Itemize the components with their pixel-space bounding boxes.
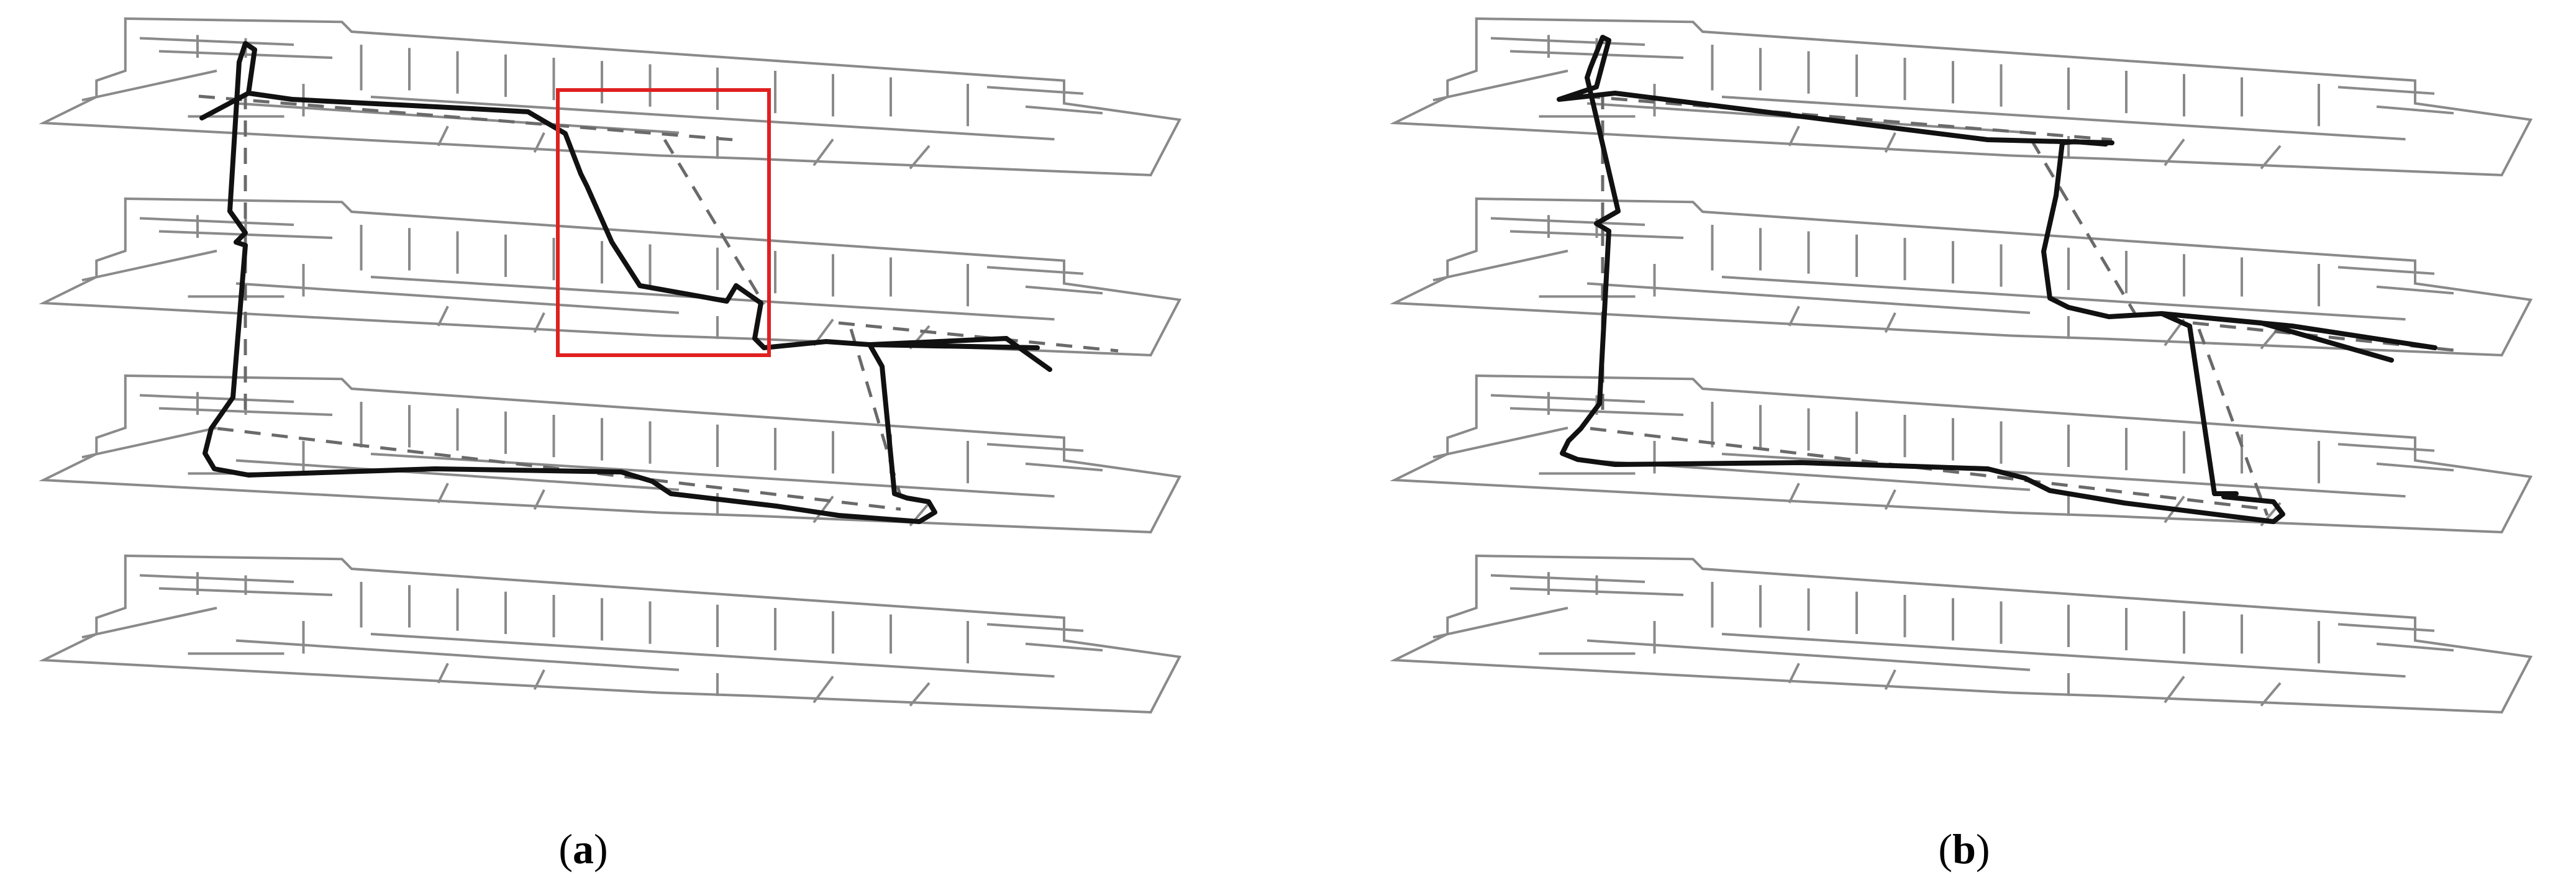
wall-segment — [1586, 282, 2031, 314]
wall-segment — [2376, 642, 2454, 652]
floor-plan-2 — [1390, 197, 2533, 357]
wall-segment — [533, 489, 545, 510]
wall-segment — [986, 266, 1084, 275]
wall-segment — [437, 306, 449, 327]
wall-segment — [1884, 489, 1896, 510]
wall-segment — [370, 453, 1055, 498]
wall-segment — [2337, 623, 2435, 632]
wall-segment — [1788, 306, 1800, 327]
panel-label-b: (b) — [1938, 825, 1990, 872]
wall-segment — [139, 217, 294, 226]
wall-segment — [909, 682, 931, 707]
wall-segment — [1788, 125, 1800, 147]
wall-segment — [437, 663, 449, 684]
floor-outline — [1390, 197, 2533, 357]
wall-segment — [1721, 276, 2406, 321]
wall-segment — [2164, 676, 2185, 704]
wall-segment — [437, 125, 449, 147]
floor-outline — [39, 17, 1182, 177]
wall-segment — [812, 676, 834, 704]
wall-segment — [81, 427, 217, 459]
wall-segment — [533, 312, 545, 333]
wall-segment — [437, 483, 449, 504]
wall-segment — [2337, 443, 2435, 452]
wall-segment — [986, 443, 1084, 452]
wall-segment — [235, 459, 680, 491]
trajectory-a — [199, 41, 1052, 524]
wall-segment — [2337, 266, 2435, 275]
wall-segment — [1788, 663, 1800, 684]
wall-segment — [1721, 96, 2406, 141]
wall-segment — [1025, 462, 1103, 472]
wall-segment — [986, 86, 1084, 95]
wall-segment — [1884, 132, 1896, 153]
wall-segment — [1884, 312, 1896, 333]
wall-segment — [2260, 145, 2282, 170]
floor-plans-a — [39, 17, 1182, 714]
wall-segment — [81, 607, 217, 639]
wall-segment — [235, 639, 680, 671]
wall-segment — [370, 633, 1055, 678]
wall-segment — [1432, 427, 1568, 459]
wall-segment — [139, 574, 294, 583]
wall-segment — [1721, 633, 2406, 678]
panel-a: (a) — [39, 17, 1182, 872]
floor-outline — [1390, 17, 2533, 177]
wall-segment — [533, 132, 545, 153]
wall-segment — [1586, 639, 2031, 671]
floor-plan-4 — [1390, 554, 2533, 714]
floor-outline — [1390, 374, 2533, 534]
link-segment — [663, 138, 766, 306]
wall-segment — [1490, 394, 1645, 403]
wall-segment — [909, 145, 931, 170]
floor-plans-b — [1390, 17, 2533, 714]
wall-segment — [1432, 250, 1568, 282]
wall-segment — [235, 282, 680, 314]
trajectory-b — [1557, 35, 2437, 524]
link-segment — [2029, 138, 2139, 318]
wall-segment — [2164, 138, 2185, 166]
floor-outline — [1390, 554, 2533, 714]
highlight-box — [556, 88, 771, 357]
wall-segment — [2337, 86, 2435, 95]
wall-segment — [812, 138, 834, 166]
floor-plan-2 — [39, 197, 1182, 357]
link-segment — [198, 94, 734, 142]
wall-segment — [1490, 217, 1645, 226]
wall-segment — [2260, 682, 2282, 707]
wall-segment — [1490, 37, 1645, 46]
link-segment — [1583, 94, 2113, 142]
wall-segment — [1884, 669, 1896, 691]
wall-segment — [533, 669, 545, 691]
wall-segment — [139, 394, 294, 403]
wall-segment — [1721, 453, 2406, 498]
floor-plan-3 — [1390, 374, 2533, 534]
wall-segment — [2376, 105, 2454, 115]
link-segment — [2197, 328, 2269, 516]
wall-segment — [1490, 574, 1645, 583]
floor-plan-3 — [39, 374, 1182, 534]
link-segment — [838, 321, 1119, 353]
wall-segment — [2376, 462, 2454, 472]
wall-segment — [81, 250, 217, 282]
wall-segment — [2376, 285, 2454, 295]
wall-segment — [139, 37, 294, 46]
floor-outline — [39, 374, 1182, 534]
wall-segment — [1788, 483, 1800, 504]
panel-label-a: (a) — [558, 825, 608, 872]
wall-segment — [1025, 642, 1103, 652]
floor-plan-4 — [39, 554, 1182, 714]
wall-segment — [370, 96, 1055, 141]
wall-segment — [986, 623, 1084, 632]
wall-segment — [1432, 70, 1568, 102]
wall-segment — [81, 70, 217, 102]
wall-segment — [1025, 105, 1103, 115]
floor-outline — [39, 554, 1182, 714]
wall-segment — [1025, 285, 1103, 295]
panel-b: (b) — [1390, 17, 2533, 872]
wall-segment — [1432, 607, 1568, 639]
